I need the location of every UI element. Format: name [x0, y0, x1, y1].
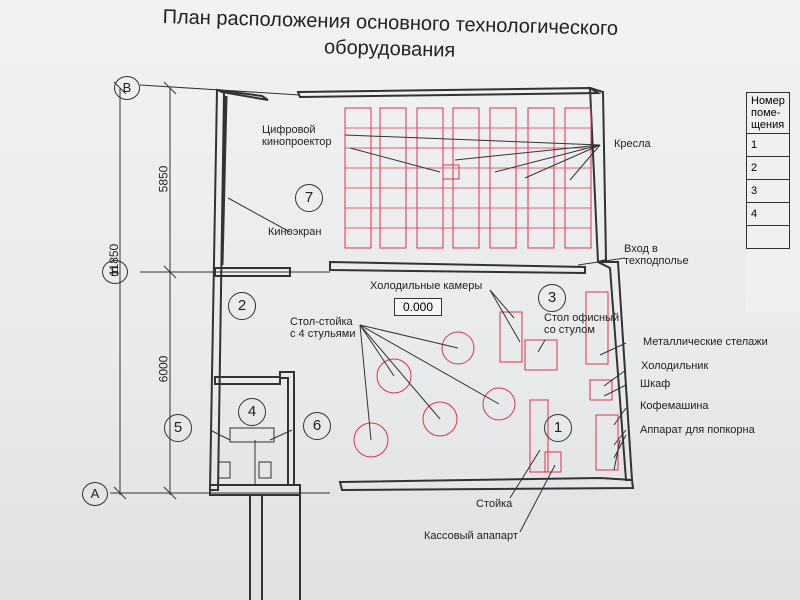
label-counter: Стойка — [476, 498, 513, 510]
room-table: Номер поме- щения 1 2 3 4 — [746, 92, 800, 312]
dimension-upper: 5850 — [156, 165, 171, 193]
label-popcorn: Аппарат для попкорна — [640, 424, 755, 436]
room-table-header: Номер поме- щения — [746, 92, 790, 134]
room-table-row — [746, 225, 790, 249]
room-table-row: 1 — [746, 133, 790, 157]
room-table-row: 3 — [746, 179, 790, 203]
seat-rows — [344, 107, 592, 249]
label-screen: Киноэкран — [268, 226, 322, 238]
label-bar-table: Стол-стойка с 4 стульями — [290, 316, 356, 340]
room-table-row: 4 — [746, 202, 790, 226]
screen-line — [220, 95, 228, 266]
dimension-lower: 6000 — [156, 355, 171, 383]
wc-fixtures — [217, 427, 275, 485]
axis-marker-b: Б — [102, 260, 128, 284]
room-table-row: 2 — [746, 156, 790, 180]
label-shelves: Металлические стелажи — [643, 336, 768, 348]
room-number-3: 3 — [538, 284, 566, 312]
room-number-6: 6 — [303, 412, 331, 440]
room-number-5: 5 — [164, 414, 192, 442]
axis-marker-a: А — [82, 482, 108, 506]
label-office-desk: Стол офисный со стулом — [544, 312, 620, 336]
label-tech-entry: Вход в техподполье — [624, 243, 689, 267]
room-number-7: 7 — [295, 184, 323, 212]
label-cold-rooms: Холодильные камеры — [370, 280, 483, 292]
label-coffee: Кофемашина — [640, 400, 709, 412]
label-register: Кассовый апапарт — [424, 530, 518, 542]
dimension-total: 11850 — [107, 243, 122, 277]
axis-marker-v: В — [114, 76, 140, 100]
label-cabinet: Шкаф — [640, 378, 671, 390]
floor-level: 0.000 — [394, 298, 442, 316]
room-number-1: 1 — [544, 414, 572, 442]
room-number-2: 2 — [228, 292, 256, 320]
room-number-4: 4 — [238, 398, 266, 426]
equipment — [353, 291, 619, 473]
walls — [208, 86, 635, 600]
label-chairs: Кресла — [614, 138, 651, 150]
leader-lines — [209, 134, 627, 533]
label-fridge: Холодильник — [641, 360, 709, 372]
label-projector: Цифровой кинопроектор — [262, 124, 332, 148]
